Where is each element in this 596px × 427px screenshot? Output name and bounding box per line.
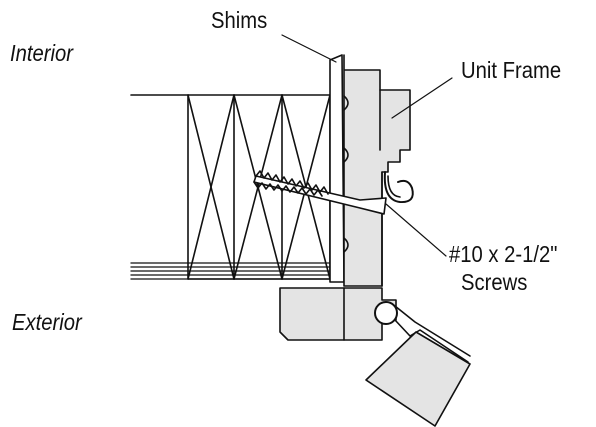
wall-sheathing-layers [130,262,331,280]
unit-frame-profile [343,54,411,287]
screw-size-label: #10 x 2-1/2" [449,241,558,267]
drip-flashing [365,301,471,427]
shim [329,54,345,283]
exterior-label: Exterior [12,309,82,335]
leader-lines [281,34,453,257]
screw [253,170,387,215]
screws-leader-line [385,203,447,257]
unit-frame-label: Unit Frame [461,57,562,83]
interior-label: Interior [10,40,74,66]
shims-label: Shims [211,7,268,33]
shims-leader-line [281,34,337,63]
unit-frame-leader-line [391,77,453,119]
anchor-clip [383,171,414,204]
screws-label: Screws [461,269,528,295]
